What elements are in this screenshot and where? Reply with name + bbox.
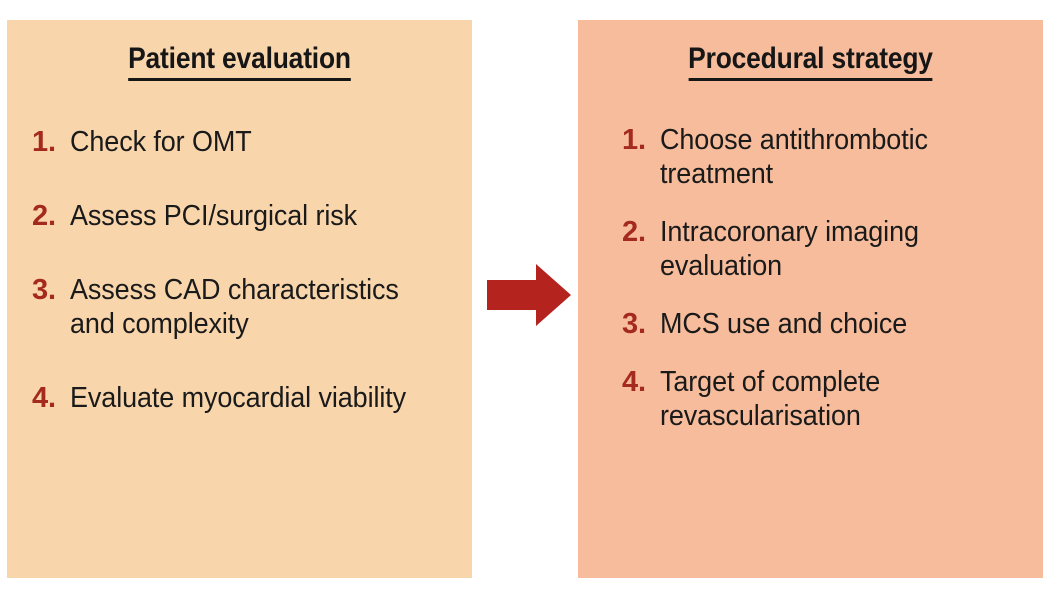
list-item: 4. Evaluate myocardial viability <box>32 382 460 416</box>
list-item-number: 4. <box>32 381 56 414</box>
panel-procedural-strategy: Procedural strategy 1. Choose antithromb… <box>578 20 1043 578</box>
list-item: 3. Assess CAD characteristics and comple… <box>32 274 460 342</box>
list-item-number: 2. <box>32 199 56 232</box>
list-item-number: 3. <box>622 307 646 340</box>
list-item-number: 4. <box>622 365 646 398</box>
list-item-label: MCS use and choice <box>660 307 908 340</box>
list-item-label: Target of complete revascularisation <box>660 365 881 432</box>
list-item-number: 2. <box>622 215 646 248</box>
list-item-label: Intracoronary imaging evaluation <box>660 215 919 282</box>
panel-title-procedural-strategy: Procedural strategy <box>606 20 1015 81</box>
panel-title-patient-evaluation: Patient evaluation <box>35 20 444 81</box>
list-item: 4. Target of complete revascularisation <box>622 366 1022 434</box>
list-item: 1. Choose antithrombotic treatment <box>622 124 1022 192</box>
list-procedural-strategy: 1. Choose antithrombotic treatment 2. In… <box>622 124 1022 457</box>
list-item-label: Choose antithrombotic treatment <box>660 124 928 190</box>
list-item-number: 1. <box>32 126 56 158</box>
list-item: 1. Check for OMT <box>32 126 460 160</box>
list-item-number: 1. <box>622 124 646 156</box>
panel-patient-evaluation: Patient evaluation 1. Check for OMT 2. A… <box>7 20 472 578</box>
list-item-label: Assess PCI/surgical risk <box>70 199 358 232</box>
list-item-label: Assess CAD characteristics and complexit… <box>70 273 399 340</box>
list-patient-evaluation: 1. Check for OMT 2. Assess PCI/surgical … <box>32 126 460 456</box>
right-arrow-icon <box>487 264 571 326</box>
list-item-number: 3. <box>32 273 56 306</box>
list-item: 2. Assess PCI/surgical risk <box>32 200 460 234</box>
panel-title-text: Patient evaluation <box>128 44 351 81</box>
list-item-label: Evaluate myocardial viability <box>70 381 407 414</box>
list-item-label: Check for OMT <box>70 126 252 158</box>
list-item: 2. Intracoronary imaging evaluation <box>622 216 1022 284</box>
panel-title-text: Procedural strategy <box>688 44 933 81</box>
list-item: 3. MCS use and choice <box>622 308 1022 342</box>
